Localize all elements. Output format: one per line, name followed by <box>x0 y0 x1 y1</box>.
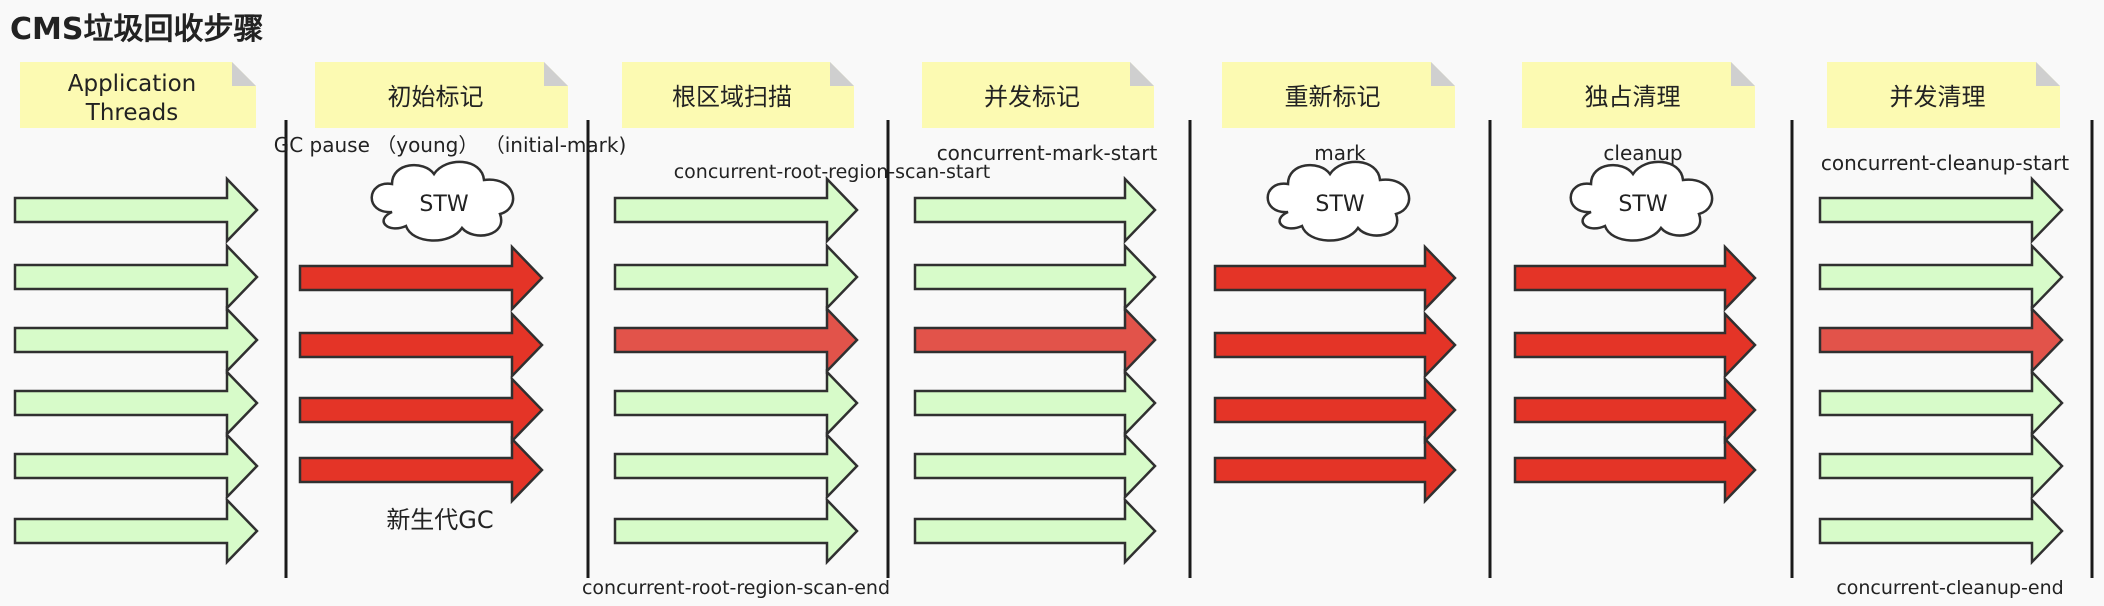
event-label: cleanup <box>1603 141 1682 165</box>
note-fold-corner <box>1731 62 1755 86</box>
thread-arrow-running <box>1818 431 2064 501</box>
event-label: concurrent-mark-start <box>937 141 1158 165</box>
thread-arrow-running <box>13 305 259 375</box>
phase-note-concurrent-mark <box>922 62 1154 128</box>
thread-arrow-running <box>1818 496 2064 566</box>
note-fold-corner <box>544 62 568 86</box>
stw-cloud: STW <box>1569 160 1714 242</box>
stw-label: STW <box>1315 192 1364 217</box>
thread-arrow-running <box>13 242 259 312</box>
thread-arrow-running <box>613 368 859 438</box>
stw-cloud-shape <box>1569 160 1714 242</box>
phase-label: 独占清理 <box>1585 83 1681 111</box>
thread-arrow-running <box>1818 242 2064 312</box>
event-label: concurrent-root-region-scan-start <box>674 161 991 183</box>
phase-label: 并发清理 <box>1890 83 1986 111</box>
phase-label: 初始标记 <box>388 83 484 111</box>
thread-arrow-running <box>913 175 1157 245</box>
thread-arrow-running <box>13 496 259 566</box>
stw-cloud: STW <box>370 160 515 242</box>
diagram-title: CMS垃圾回收步骤 <box>10 12 264 47</box>
thread-arrow-stopped <box>298 243 544 313</box>
thread-arrow-stopped_light <box>1818 305 2064 375</box>
thread-arrow-running <box>913 431 1157 501</box>
stw-cloud-shape <box>370 160 515 242</box>
thread-arrow-running <box>613 175 859 245</box>
phase-note-initial-mark <box>315 62 568 128</box>
thread-arrow-stopped <box>1213 375 1457 445</box>
event-end-label: concurrent-cleanup-end <box>1836 577 2063 599</box>
phase-label-line: Application <box>68 71 197 97</box>
event-end-label: concurrent-root-region-scan-end <box>582 577 890 599</box>
phase-label: 根区域扫描 <box>672 83 792 111</box>
thread-arrow-stopped <box>298 310 544 380</box>
phase-note-application-threads <box>20 62 256 128</box>
thread-arrow-running <box>1818 175 2064 245</box>
thread-arrow-stopped <box>298 435 544 505</box>
note-fold-corner <box>2036 62 2060 86</box>
thread-arrow-stopped <box>1513 310 1757 380</box>
thread-arrow-running <box>1818 368 2064 438</box>
thread-arrow-stopped <box>1213 243 1457 313</box>
event-end-label: 新生代GC <box>386 506 493 534</box>
thread-arrow-running <box>613 431 859 501</box>
note-fold-corner <box>1431 62 1455 86</box>
note-fold-corner <box>232 62 256 86</box>
thread-arrow-stopped <box>1213 435 1457 505</box>
thread-arrow-stopped <box>1213 310 1457 380</box>
thread-arrow-stopped <box>1513 375 1757 445</box>
thread-arrow-stopped <box>1513 243 1757 313</box>
phase-note-cleanup <box>1522 62 1755 128</box>
event-label: concurrent-cleanup-start <box>1821 151 2069 175</box>
phase-label: 重新标记 <box>1285 83 1381 111</box>
stw-label: STW <box>419 192 468 217</box>
thread-arrow-running <box>913 368 1157 438</box>
thread-arrow-running <box>913 496 1157 566</box>
thread-arrow-stopped_light <box>913 305 1157 375</box>
thread-arrow-stopped <box>1513 435 1757 505</box>
thread-arrow-running <box>13 431 259 501</box>
note-fold-corner <box>1130 62 1154 86</box>
thread-arrow-stopped_light <box>613 305 859 375</box>
thread-arrow-running <box>913 242 1157 312</box>
thread-arrow-stopped <box>298 375 544 445</box>
phase-note-remark <box>1222 62 1455 128</box>
thread-arrow-running <box>613 242 859 312</box>
phase-label: 并发标记 <box>984 83 1080 111</box>
thread-arrow-running <box>13 175 259 245</box>
note-fold-corner <box>830 62 854 86</box>
phase-note-root-region-scan <box>622 62 854 128</box>
stw-label: STW <box>1618 192 1667 217</box>
stw-cloud-shape <box>1266 160 1411 242</box>
phase-label-line: Threads <box>85 100 178 126</box>
phase-note-concurrent-cleanup <box>1827 62 2060 128</box>
stw-cloud: STW <box>1266 160 1411 242</box>
thread-arrow-running <box>13 368 259 438</box>
thread-arrow-running <box>613 496 859 566</box>
event-label: GC pause （young） （initial-mark) <box>274 133 627 157</box>
